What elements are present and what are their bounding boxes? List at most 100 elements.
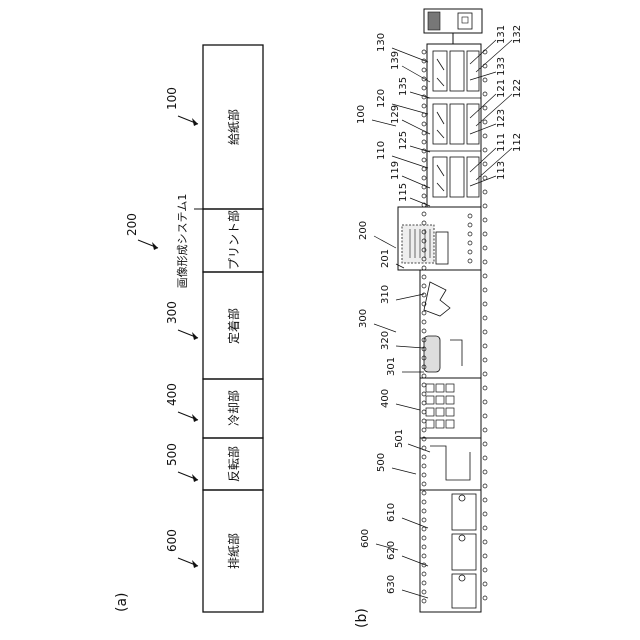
conveyance-roller — [483, 190, 487, 194]
cooling-fans — [426, 384, 454, 428]
conveyance-roller — [422, 140, 426, 144]
ref-610-b: 610 — [386, 503, 397, 522]
ref-139-b: 139 — [390, 51, 401, 70]
conveyance-roller — [422, 392, 426, 396]
ref-111-b: 111 — [496, 133, 507, 152]
ref-500-a: 500 — [165, 443, 179, 466]
ref-115-b: 115 — [398, 183, 409, 202]
refs-b: 130 139 135 120 129 100 125 110 119 115 … — [356, 25, 523, 594]
conveyance-roller — [483, 428, 487, 432]
ref-301-b: 301 — [386, 357, 397, 376]
conveyance-roller — [422, 455, 426, 459]
conveyance-roller — [422, 473, 426, 477]
conveyance-roller — [483, 246, 487, 250]
conveyance-roller — [468, 232, 472, 236]
ref-310-b: 310 — [380, 285, 391, 304]
conveyance-roller — [422, 419, 426, 423]
ref-123-b: 123 — [496, 109, 507, 128]
conveyance-roller — [422, 122, 426, 126]
conveyance-roller — [422, 158, 426, 162]
conveyance-roller — [483, 442, 487, 446]
conveyance-roller — [483, 316, 487, 320]
conveyance-roller — [483, 554, 487, 558]
conveyance-roller — [483, 400, 487, 404]
conveyance-roller — [483, 302, 487, 306]
ref-113-b: 113 — [496, 161, 507, 180]
ref-200-a: 200 — [125, 213, 139, 236]
conveyance-roller — [422, 311, 426, 315]
control-panel — [424, 9, 482, 44]
conveyance-roller — [422, 212, 426, 216]
conveyance-roller — [422, 536, 426, 540]
conveyance-roller — [422, 491, 426, 495]
conveyance-roller — [422, 401, 426, 405]
ref-132-b: 132 — [512, 25, 523, 44]
ref-131-b: 131 — [496, 25, 507, 44]
ref-120-b: 120 — [376, 89, 387, 108]
conveyance-rollers — [422, 50, 487, 603]
ref-122-b: 122 — [512, 79, 523, 98]
conveyance-roller — [483, 414, 487, 418]
unit-name-cooling: 冷却部 — [226, 390, 241, 426]
conveyance-roller — [483, 232, 487, 236]
ref-600-a: 600 — [165, 529, 179, 552]
print-drum — [436, 232, 448, 264]
conveyance-roller — [483, 568, 487, 572]
conveyance-roller — [422, 599, 426, 603]
conveyance-roller — [422, 500, 426, 504]
conveyance-roller — [422, 509, 426, 513]
conveyance-roller — [468, 259, 472, 263]
ref-200-b: 200 — [358, 221, 369, 240]
ref-400-b: 400 — [380, 389, 391, 408]
conveyance-roller — [422, 167, 426, 171]
conveyance-roller — [483, 64, 487, 68]
conveyance-roller — [483, 372, 487, 376]
conveyance-roller — [483, 484, 487, 488]
conveyance-roller — [422, 374, 426, 378]
conveyance-roller — [483, 120, 487, 124]
ref-130-b: 130 — [376, 33, 387, 52]
ref-100-b: 100 — [356, 105, 367, 124]
conveyance-roller — [422, 329, 426, 333]
conveyance-roller — [422, 572, 426, 576]
ref-100-a: 100 — [165, 87, 179, 110]
unit-name-paper-feed: 給紙部 — [226, 109, 241, 145]
conveyance-roller — [483, 330, 487, 334]
ref-119-b: 119 — [390, 161, 401, 180]
conveyance-roller — [483, 512, 487, 516]
conveyance-roller — [483, 106, 487, 110]
figure-b-label: (b) — [354, 608, 370, 628]
ref-400-a: 400 — [165, 383, 179, 406]
conveyance-roller — [483, 148, 487, 152]
conveyance-roller — [483, 540, 487, 544]
conveyance-roller — [483, 288, 487, 292]
ref-300-b: 300 — [358, 309, 369, 328]
paper-trays — [433, 51, 479, 197]
conveyance-roller — [468, 250, 472, 254]
conveyance-roller — [422, 410, 426, 414]
conveyance-roller — [483, 470, 487, 474]
ref-121-b: 121 — [496, 79, 507, 98]
conveyance-roller — [483, 92, 487, 96]
conveyance-roller — [483, 596, 487, 600]
conveyance-roller — [422, 428, 426, 432]
conveyance-roller — [422, 293, 426, 297]
conveyance-roller — [483, 582, 487, 586]
conveyance-roller — [422, 464, 426, 468]
conveyance-roller — [422, 86, 426, 90]
ref-501-b: 501 — [394, 429, 405, 448]
reversing-path — [430, 446, 470, 480]
conveyance-roller — [483, 526, 487, 530]
conveyance-roller — [422, 104, 426, 108]
conveyance-roller — [422, 68, 426, 72]
conveyance-roller — [422, 284, 426, 288]
unit-name-paper-output: 排紙部 — [226, 533, 241, 569]
conveyance-roller — [483, 260, 487, 264]
conveyance-roller — [483, 218, 487, 222]
conveyance-roller — [483, 134, 487, 138]
output-trays — [452, 494, 476, 608]
ref-201-b: 201 — [380, 249, 391, 268]
conveyance-roller — [483, 204, 487, 208]
conveyance-roller — [468, 241, 472, 245]
ref-320-b: 320 — [380, 331, 391, 350]
